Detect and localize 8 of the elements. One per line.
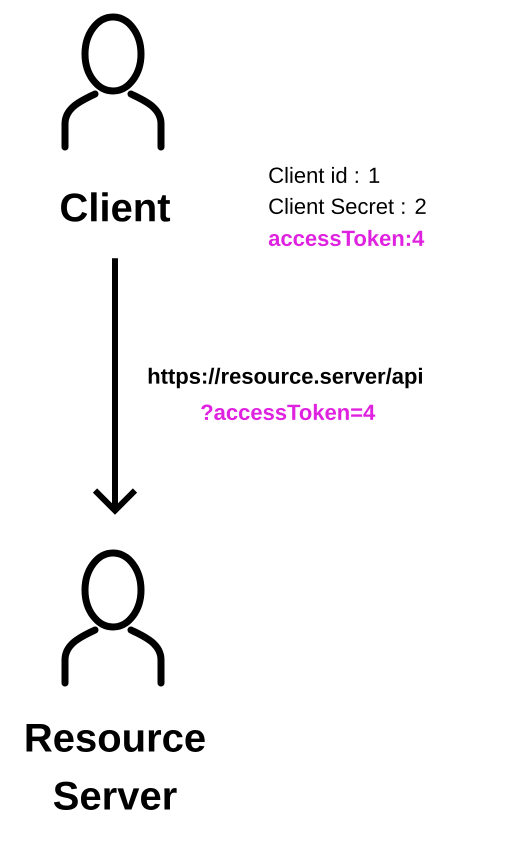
text-label: Client Secret : 2: [269, 198, 426, 214]
arrow: [92, 258, 138, 515]
edge-label: https://resource.server/api: [148, 368, 422, 388]
text-label: Client id : 1: [269, 166, 380, 184]
node-label: Resource Server: [26, 724, 205, 810]
token-label: accessToken:4: [268, 230, 424, 246]
node-label: Client: [61, 192, 170, 222]
token-label: ?accessToken=4: [201, 404, 376, 420]
